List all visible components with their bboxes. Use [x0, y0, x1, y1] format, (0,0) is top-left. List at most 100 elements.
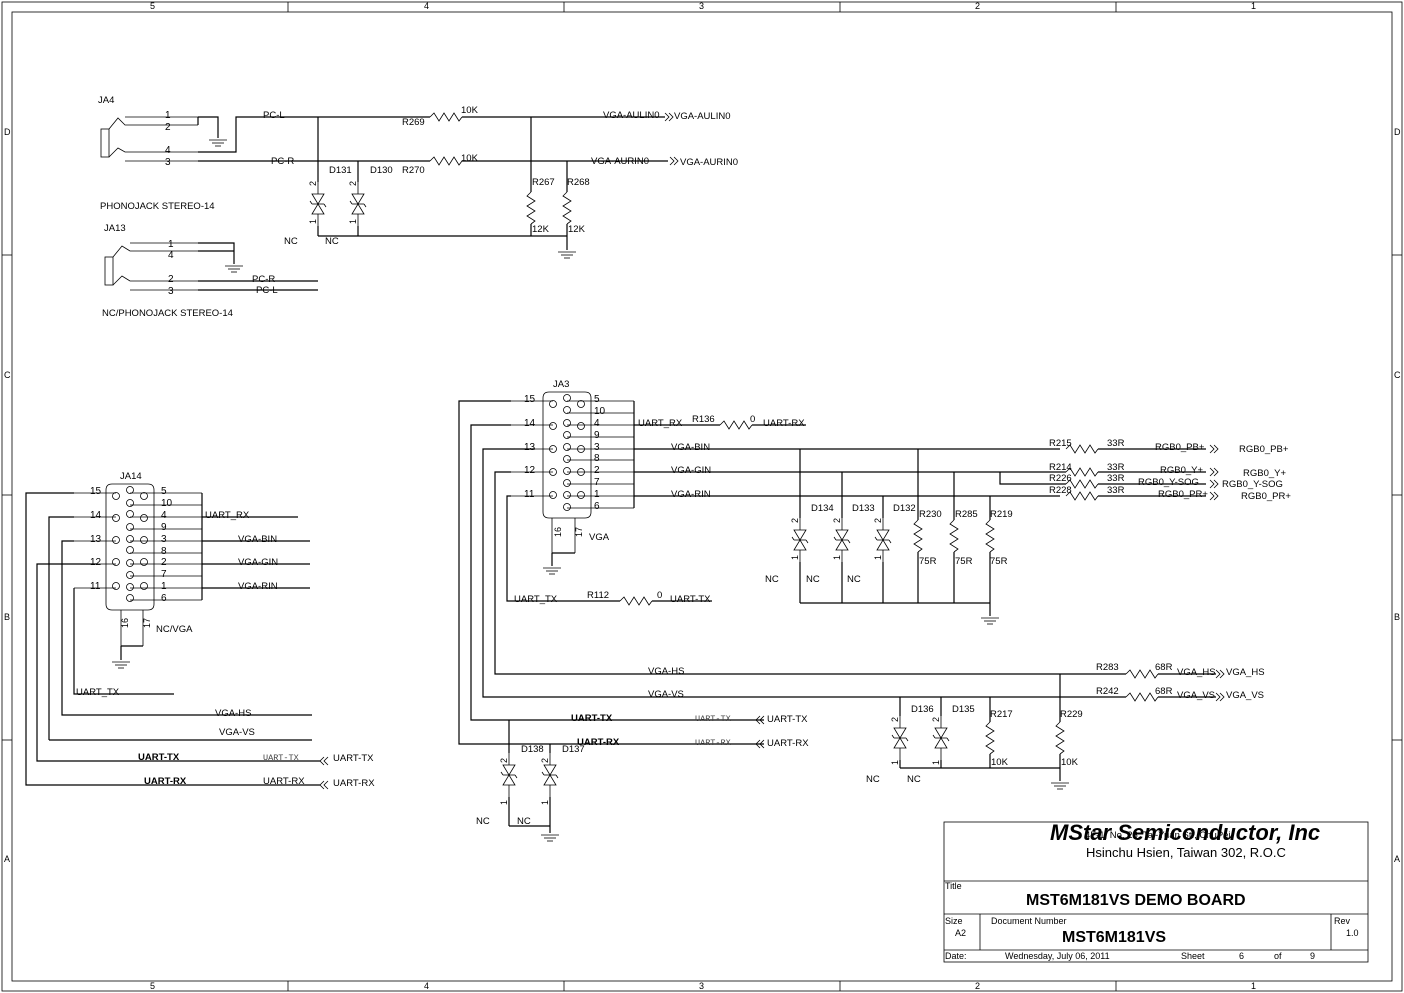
ja3-pin: 5: [594, 394, 600, 405]
d130-ref: D130: [370, 165, 393, 176]
ja4-pin: 4: [165, 145, 171, 156]
row-label-right: B: [1394, 612, 1400, 622]
d131-pin-2: 2: [308, 181, 318, 186]
net-uart-tx: UART_TX: [514, 594, 558, 605]
port-rgb0-pr: RGB0_PR+: [1241, 491, 1291, 502]
net-uart-rx-bus: UART-RX: [577, 737, 620, 748]
nc-label: NC: [907, 774, 921, 785]
ja3-pin: 8: [594, 453, 600, 464]
port-uart-rx: UART-RX: [333, 778, 375, 789]
r283-value: 68R: [1155, 662, 1173, 673]
col-label-top: 1: [1251, 1, 1256, 11]
ja3-pin: 16: [553, 527, 563, 537]
of-value: 9: [1310, 951, 1315, 961]
net-uart-tx-r112: UART-TX: [670, 594, 711, 605]
company-name: MStar Semiconductor, Inc: [1050, 820, 1320, 845]
ja14-pin: 14: [90, 510, 102, 521]
ja13-pin: 2: [168, 274, 174, 285]
document-number-label: Document Number: [991, 916, 1067, 926]
ja4-ref: JA4: [98, 95, 114, 106]
ja3-part-name: VGA: [589, 532, 610, 543]
ja14-pin: 15: [90, 486, 102, 497]
title-block: 4F-1, No. 26, Tai-Yuan St., ChuPei MStar…: [943, 820, 1369, 963]
r217-ref: R217: [990, 709, 1013, 720]
r268-value: 12K: [568, 224, 586, 235]
port-rgb0-y: RGB0_Y+: [1243, 468, 1286, 479]
ja3-pin: 15: [524, 394, 536, 405]
nc-label: NC: [325, 236, 339, 247]
ja3-pin: 17: [574, 527, 584, 537]
r112-value: 0: [657, 590, 662, 601]
d131-pin-1: 1: [308, 219, 318, 224]
ja3-pin: 13: [524, 442, 536, 453]
sheet-label: Sheet: [1181, 951, 1205, 961]
row-label-left: D: [4, 127, 11, 137]
net-uart-rx: UART_RX: [638, 418, 683, 429]
nc-label: NC: [847, 574, 861, 585]
net-vga-vs: VGA-VS: [219, 727, 255, 738]
ja3-pin: 14: [524, 418, 536, 429]
ja14-shell: [105, 483, 155, 611]
ja3-pin: 12: [524, 465, 536, 476]
d135-ref: D135: [952, 704, 975, 715]
port-vga-aulin0: VGA-AULIN0: [674, 111, 731, 122]
net-uart-tx: UART_TX: [76, 687, 120, 698]
r219-value: 75R: [990, 556, 1008, 567]
ja14-pin: 16: [120, 618, 130, 628]
r215-ref: R215: [1049, 438, 1072, 449]
r285-ref: R285: [955, 509, 978, 520]
rgb-termination-section: R215 33R RGB0_PB+ RGB0_PB+ R214 33R RGB0…: [765, 438, 1291, 625]
r230-value: 75R: [919, 556, 937, 567]
port-uart-rx: UART-RX: [767, 738, 809, 749]
d137-ref: D137: [562, 744, 585, 755]
ja3-pin-circles: [549, 394, 585, 511]
sheet-value: 6: [1239, 951, 1244, 961]
net-uart-tx-bus: UART-TX: [571, 713, 613, 724]
d131-ref: D131: [329, 165, 352, 176]
port-vga-aurin0: VGA-AURIN0: [680, 157, 738, 168]
r270-ref: R270: [402, 165, 425, 176]
title-label: Title: [945, 881, 962, 891]
col-label-bottom: 3: [699, 981, 704, 991]
r242-ref: R242: [1096, 686, 1119, 697]
col-label-bottom: 1: [1251, 981, 1256, 991]
port-rgb0-pb: RGB0_PB+: [1239, 444, 1289, 455]
r230-ref: R230: [919, 509, 942, 520]
ja14-pin: 8: [161, 546, 167, 557]
date-value: Wednesday, July 06, 2011: [1005, 951, 1110, 961]
rev-label: Rev: [1334, 916, 1351, 926]
net-label-pcr: PC-R: [271, 156, 294, 167]
ja3-pin: 4: [594, 418, 600, 429]
d132-pin-1: 1: [873, 555, 883, 560]
nc-label: NC: [284, 236, 298, 247]
ja13-pin: 1: [168, 239, 174, 250]
size-value: A2: [955, 928, 966, 938]
col-label-top: 4: [424, 1, 429, 11]
net-vga-hs: VGA-HS: [648, 666, 684, 677]
r219-ref: R219: [990, 509, 1013, 520]
ja3-pin: 3: [594, 442, 600, 453]
company-address-line1: 4F-1, No. 26, Tai-Yuan St., ChuPei: [1085, 830, 1231, 841]
ja3-pin: 11: [524, 489, 535, 500]
nc-label: NC: [765, 574, 779, 585]
r228-ref: R228: [1049, 485, 1072, 496]
ja13-pin: 3: [168, 286, 174, 297]
ja4-jack-symbol: [100, 128, 110, 158]
ja4-pin: 2: [165, 122, 171, 133]
row-label-left: A: [4, 854, 10, 864]
nc-label: NC: [476, 816, 490, 827]
row-label-left: C: [4, 370, 11, 380]
net-uart-tx-bus: UART-TX: [138, 752, 180, 763]
net-vga-vs: VGA-VS: [648, 689, 684, 700]
ja13-jack-symbol: [104, 256, 114, 286]
r214-ref: R214: [1049, 462, 1072, 473]
r229-ref: R229: [1060, 709, 1083, 720]
ja14-pin: 2: [161, 557, 167, 568]
company-address: Hsinchu Hsien, Taiwan 302, R.O.C: [1086, 845, 1286, 860]
d138-pin-2: 2: [499, 758, 509, 763]
ja13-ref: JA13: [104, 223, 126, 234]
d132-pin-2: 2: [873, 518, 883, 523]
d134-pin-2: 2: [790, 518, 800, 523]
ja3-pin: 6: [594, 501, 600, 512]
